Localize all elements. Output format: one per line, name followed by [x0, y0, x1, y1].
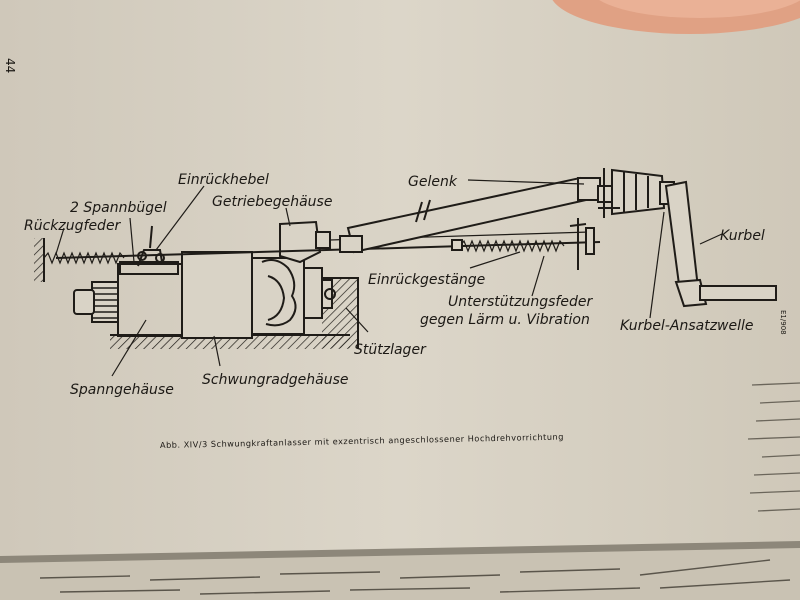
engaging-rod: [55, 241, 601, 259]
next-page-text: [39, 559, 791, 595]
wall-mount: [34, 238, 45, 282]
page-number: 44: [3, 58, 17, 73]
crank: [664, 180, 777, 308]
support-post: [569, 218, 595, 270]
label-einrueckhebel: Einrückhebel: [178, 172, 269, 188]
starter-diagram: [34, 168, 777, 377]
label-einrueckgestaenge: Einrückgestänge: [368, 272, 485, 288]
label-schwungradgehaeuse: Schwungradgehäuse: [202, 372, 349, 388]
label-spannbuegel: 2 Spannbügel: [70, 200, 167, 216]
leader-lines: [55, 179, 723, 377]
label-getriebegehaeuse: Getriebegehäuse: [212, 194, 332, 210]
side-code: E1/908: [779, 310, 787, 335]
label-kurbel: Kurbel: [720, 228, 765, 244]
book-page: [0, 0, 800, 560]
label-kurbel-ansatzwelle: Kurbel-Ansatzwelle: [620, 318, 754, 334]
label-stuetzlager: Stützlager: [354, 342, 427, 358]
support-spring: [459, 239, 565, 253]
drive-shaft: [339, 176, 601, 254]
flywheel-housing: [181, 251, 336, 339]
label-unterstuetzungsfeder-sub: gegen Lärm u. Vibration: [420, 312, 590, 328]
label-gelenk: Gelenk: [408, 174, 458, 190]
tension-housing: [73, 261, 183, 337]
label-spanngehaeuse: Spanngehäuse: [70, 382, 174, 398]
label-unterstuetzungsfeder: Unterstützungsfeder: [448, 294, 593, 310]
label-rueckzugfeder: Rückzugfeder: [24, 218, 122, 234]
